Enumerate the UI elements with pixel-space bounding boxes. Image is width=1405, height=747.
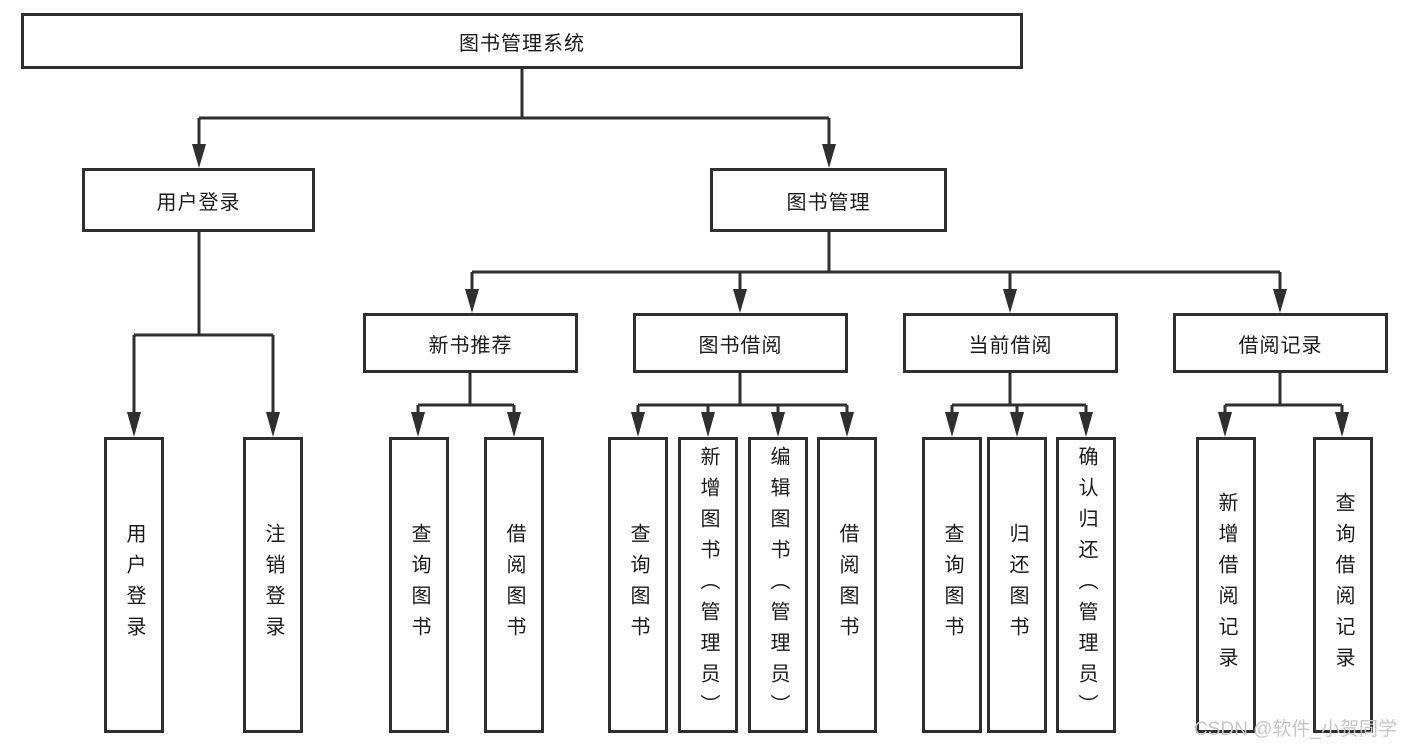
node-label: 确认归还（管理员） bbox=[1075, 445, 1097, 725]
leaf-add-borrow-record: 新增借阅记录 bbox=[1196, 437, 1256, 733]
node-label: 当前借阅 bbox=[968, 334, 1053, 357]
node-book-borrowing: 图书借阅 bbox=[633, 313, 848, 373]
leaf-borrow-books: 借阅图书 bbox=[817, 437, 877, 733]
arrowhead-icon bbox=[1335, 412, 1349, 437]
node-label: 用户登录 bbox=[123, 523, 145, 647]
arrowhead-icon bbox=[507, 412, 521, 437]
node-label: 新书推荐 bbox=[428, 334, 513, 357]
node-label: 归还图书 bbox=[1006, 523, 1028, 647]
node-borrowing-records: 借阅记录 bbox=[1173, 313, 1388, 373]
leaf-query-books-borrowing: 查询图书 bbox=[608, 437, 668, 733]
connector-book-borrow-branch bbox=[631, 373, 854, 437]
arrowhead-icon bbox=[733, 289, 747, 313]
node-label: 新增借阅记录 bbox=[1215, 492, 1237, 678]
arrowhead-icon bbox=[1273, 289, 1287, 313]
node-current-borrowing: 当前借阅 bbox=[903, 313, 1118, 373]
leaf-add-book-admin: 新增图书（管理员） bbox=[678, 437, 738, 733]
arrowhead-icon bbox=[771, 412, 785, 437]
arrowhead-icon bbox=[192, 144, 206, 168]
node-label: 查询图书 bbox=[941, 523, 963, 647]
arrowhead-icon bbox=[945, 412, 959, 437]
connector-current-borrow-branch bbox=[945, 373, 1093, 437]
node-label: 图书借阅 bbox=[698, 334, 783, 357]
node-label: 查询图书 bbox=[627, 523, 649, 647]
node-label: 借阅图书 bbox=[836, 523, 858, 647]
connector-new-book-branch bbox=[411, 373, 521, 437]
leaf-confirm-return-admin: 确认归还（管理员） bbox=[1056, 437, 1116, 733]
node-label: 新增图书（管理员） bbox=[697, 445, 719, 725]
leaf-query-books-current: 查询图书 bbox=[922, 437, 982, 733]
arrowhead-icon bbox=[127, 412, 141, 437]
arrowhead-icon bbox=[411, 412, 425, 437]
arrowhead-icon bbox=[822, 144, 836, 168]
arrowhead-icon bbox=[701, 412, 715, 437]
arrowhead-icon bbox=[840, 412, 854, 437]
leaf-query-borrow-record: 查询借阅记录 bbox=[1313, 437, 1373, 733]
leaf-edit-book-admin: 编辑图书（管理员） bbox=[748, 437, 808, 733]
leaf-return-books: 归还图书 bbox=[987, 437, 1047, 733]
arrowhead-icon bbox=[1079, 412, 1093, 437]
connector-user-login-branch bbox=[127, 232, 280, 437]
arrowhead-icon bbox=[631, 412, 645, 437]
node-label: 查询图书 bbox=[408, 523, 430, 647]
node-label: 注销登录 bbox=[262, 523, 284, 647]
arrowhead-icon bbox=[1003, 289, 1017, 313]
node-label: 编辑图书（管理员） bbox=[767, 445, 789, 725]
node-label: 图书管理 bbox=[786, 191, 871, 214]
node-library-management-system: 图书管理系统 bbox=[21, 13, 1023, 69]
connector-book-management-branch bbox=[465, 232, 1287, 313]
arrowhead-icon bbox=[465, 289, 479, 313]
leaf-user-login: 用户登录 bbox=[104, 437, 164, 733]
node-label: 借阅记录 bbox=[1238, 334, 1323, 357]
connector-borrow-record-branch bbox=[1218, 373, 1349, 437]
node-label: 图书管理系统 bbox=[459, 32, 585, 55]
leaf-query-books-recommend: 查询图书 bbox=[389, 437, 449, 733]
leaf-borrow-books-recommend: 借阅图书 bbox=[484, 437, 544, 733]
node-new-book-recommendation: 新书推荐 bbox=[363, 313, 578, 373]
node-label: 用户登录 bbox=[156, 191, 241, 214]
node-label: 查询借阅记录 bbox=[1332, 492, 1354, 678]
leaf-logout: 注销登录 bbox=[243, 437, 303, 733]
arrowhead-icon bbox=[1010, 412, 1024, 437]
node-book-management: 图书管理 bbox=[710, 168, 947, 232]
connector-root-to-level2 bbox=[192, 69, 836, 168]
node-label: 借阅图书 bbox=[503, 523, 525, 647]
node-user-login: 用户登录 bbox=[82, 168, 315, 232]
arrowhead-icon bbox=[1218, 412, 1232, 437]
csdn-watermark: CSDN @软件_小贺同学 bbox=[1194, 719, 1397, 740]
arrowhead-icon bbox=[266, 412, 280, 437]
